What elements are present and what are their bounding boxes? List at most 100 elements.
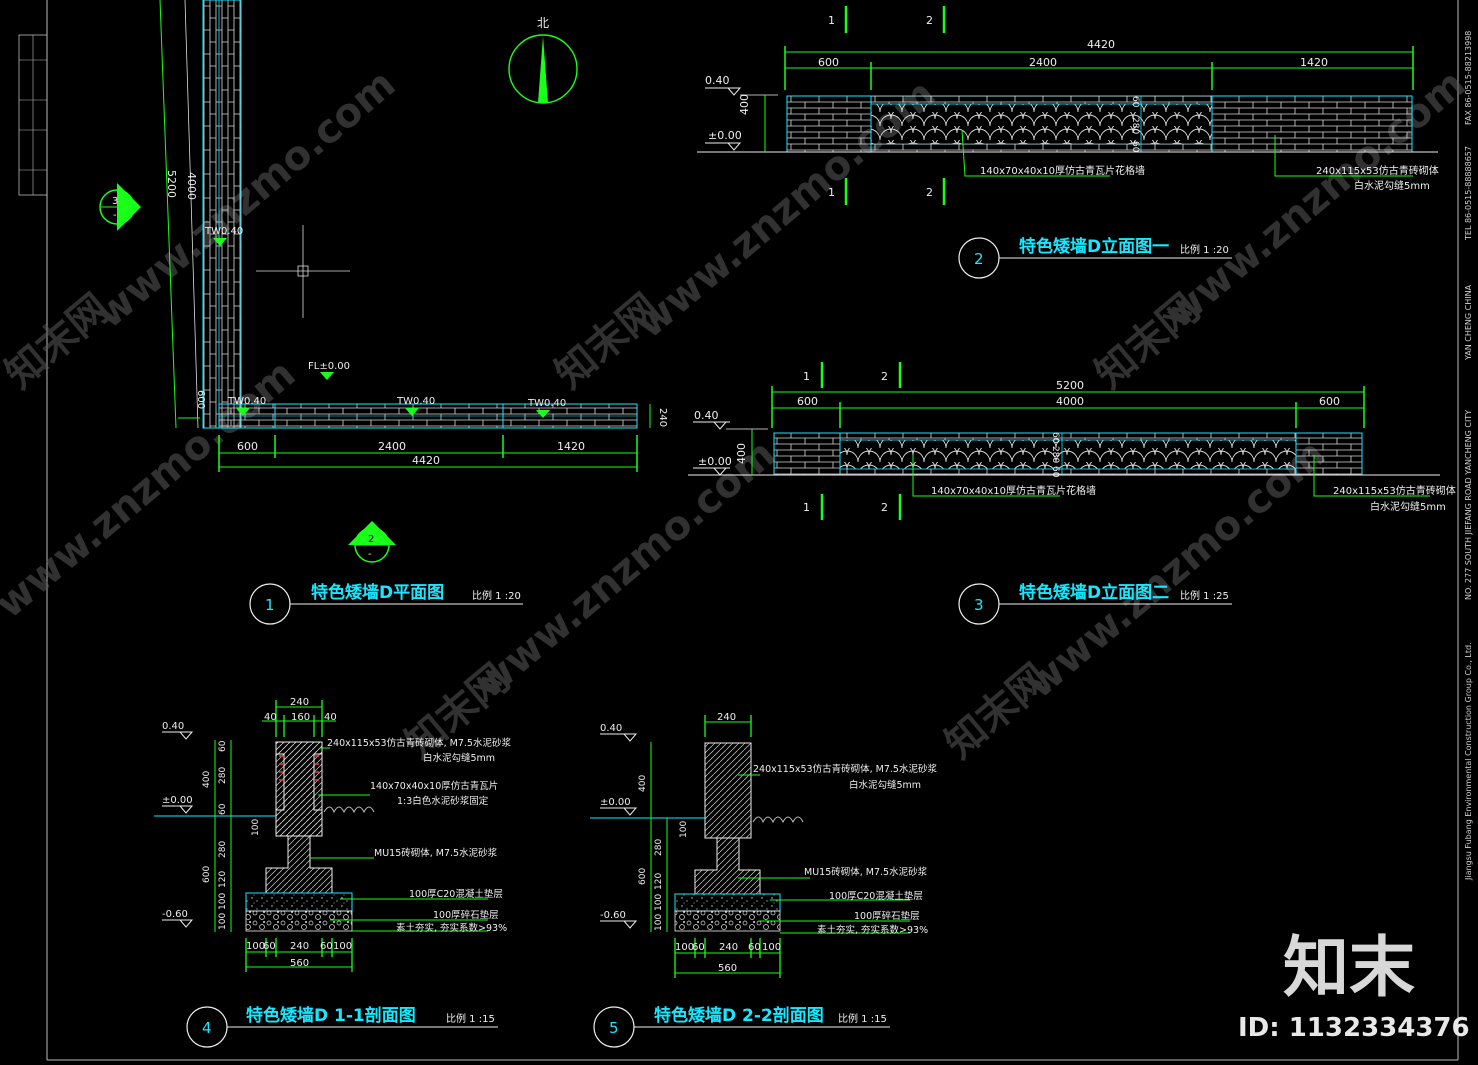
plan-number: 1 — [265, 596, 275, 614]
sec2-title: 特色矮墙D 2-2剖面图 — [654, 1005, 824, 1026]
brand-watermark: 知末 ID: 1132334376 — [1238, 929, 1470, 1043]
sec1-bottom-total: 560 — [290, 958, 309, 969]
elev2-dim-3: 600 — [1319, 395, 1340, 408]
sec2-left-dim-400: 400 — [638, 775, 648, 792]
elev2-title: 特色矮墙D立面图二 — [1019, 582, 1169, 603]
section-marker-2: 2 - — [348, 521, 396, 563]
elevation-2: 1 2 1 2 5200 600 4000 600 60 280 60 — [688, 362, 1456, 625]
watermark-brand-1: 知末网 — [0, 285, 118, 397]
sec1-note-1: 240x115x53仿古青砖砌体, M7.5水泥砂浆 — [327, 737, 511, 749]
north-label: 北 — [537, 16, 549, 30]
sec2-bottom-total: 560 — [718, 963, 737, 974]
section-marker-3: 3 - — [99, 183, 141, 231]
sec2-bottom-dim-3: 240 — [719, 942, 738, 953]
elev2-scale: 比例 1 :25 — [1180, 589, 1229, 602]
section-marker-2-num: 2 — [368, 534, 374, 545]
section-marker-2-sub: - — [368, 549, 372, 560]
title-block-city: YAN CHENG CHINA — [1464, 284, 1473, 361]
brand-id: ID: 1132334376 — [1238, 1013, 1470, 1043]
watermark-brand-3: 知末网 — [1087, 285, 1208, 397]
section-marker-3-sub: - — [113, 210, 117, 221]
sec1-note-7: 100厚碎石垫层 — [433, 909, 499, 921]
sec1-left-dim-b6: 120 — [218, 871, 228, 888]
elev2-inner-dim-1: 60 — [1050, 432, 1060, 444]
elev2-mark-2-bottom: 2 — [881, 501, 888, 514]
plan-dim-left-total: 5200 — [165, 170, 178, 198]
watermark-site-1: www.znzmo.com — [87, 61, 404, 338]
elev1-height: 400 — [738, 94, 751, 115]
sec2-scale: 比例 1 :15 — [838, 1012, 887, 1025]
elevation-1: 1 2 1 2 4420 600 2400 1420 60 280 60 — [697, 6, 1439, 279]
sec1-scale: 比例 1 :15 — [446, 1012, 495, 1025]
elev1-number: 2 — [974, 250, 984, 268]
elev1-mark-2-bottom: 2 — [926, 186, 933, 199]
sec1-left-dim-b7: 100 — [218, 893, 228, 910]
elev2-inner-dim-2: 280 — [1050, 446, 1060, 463]
sec1-bottom-dim-5: 100 — [333, 941, 352, 952]
watermark-brand-5: 知末网 — [397, 655, 518, 767]
title-block-tel: TEL 86-0515-88888657 — [1464, 146, 1473, 241]
elev1-dim-total: 4420 — [1087, 38, 1115, 51]
sec1-left-dim-b4: 100 — [251, 819, 261, 836]
elev1-label-right-2: 白水泥勾缝5mm — [1354, 179, 1430, 192]
elev1-level-base: ±0.00 — [708, 129, 742, 142]
sec1-level-base: ±0.00 — [162, 795, 193, 806]
sec1-left-dim-600: 600 — [202, 866, 212, 883]
elev2-height: 400 — [735, 443, 748, 464]
elev2-level-top: 0.40 — [694, 409, 719, 422]
plan-tw-label-2: TW0.40 — [227, 396, 266, 407]
plan-dim-depth: 240 — [657, 408, 668, 427]
plan-tw-label-3: TW0.40 — [396, 396, 435, 407]
sec1-top-dim-mid: 160 — [291, 712, 310, 723]
sec2-bottom-dim-2: 60 — [692, 942, 705, 953]
plan-dim-left-small: 600 — [195, 390, 206, 409]
sec2-left-dim-b3: 120 — [654, 873, 664, 890]
sec2-note-6: 素土夯实, 夯实系数>93% — [817, 924, 928, 936]
brand-logo: 知末 — [1283, 929, 1415, 1006]
elev2-mark-1-top: 1 — [803, 370, 810, 383]
sec1-top-dim-right: 40 — [324, 712, 337, 723]
sec2-left-dim-b2: 280 — [654, 839, 664, 856]
sec1-left-dim-b3: 60 — [218, 803, 228, 815]
sec2-note-4: 100厚C20混凝土垫层 — [829, 890, 923, 902]
drawing-frame — [18, 0, 1459, 1061]
sec1-note-8: 素土夯实, 夯实系数>93% — [396, 922, 507, 934]
title-block-company: Jiangsu Fubang Environmental Constructio… — [1464, 642, 1473, 881]
sec1-left-dim-b1: 60 — [218, 740, 228, 752]
section-1-1: 240 40 160 40 0.40 ±0.00 -0.60 — [154, 697, 511, 1048]
sec2-top-dim: 240 — [717, 712, 736, 723]
sec2-level-base: ±0.00 — [600, 797, 631, 808]
elev2-label-right-1: 240x115x53仿古青砖砌体 — [1333, 484, 1456, 497]
cad-crosshair — [256, 225, 350, 318]
title-block: FAX 86-0515-88213998 TEL 86-0515-8888865… — [1464, 31, 1473, 881]
watermark-site-4: www.znzmo.com — [0, 351, 304, 628]
sec2-bottom-dim-4: 60 — [748, 942, 761, 953]
watermark-site-5: www.znzmo.com — [467, 431, 784, 708]
watermark-brand-6: 知末网 — [937, 655, 1058, 767]
elev2-level-base: ±0.00 — [698, 455, 732, 468]
sec1-bottom-dim-1: 100 — [246, 941, 265, 952]
sec1-left-dim-b8: 100 — [218, 913, 228, 930]
elev2-dim-1: 600 — [797, 395, 818, 408]
sec1-note-2: 白水泥勾缝5mm — [423, 752, 495, 764]
sec2-left-dim-b5: 100 — [654, 914, 664, 931]
elev1-dim-3: 1420 — [1300, 56, 1328, 69]
elev1-mark-1-bottom: 1 — [828, 186, 835, 199]
elev1-mark-2-top: 2 — [926, 14, 933, 27]
section-marker-3-num: 3 — [112, 196, 118, 207]
elev1-label-left: 140x70x40x10厚仿古青瓦片花格墙 — [980, 164, 1145, 177]
elev1-level-top: 0.40 — [705, 74, 730, 87]
plan-view: 5200 4000 600 600 2400 1420 4420 240 TW0… — [99, 0, 668, 625]
elev1-inner-dim-2: 280 — [1130, 117, 1140, 134]
sec2-note-2: 白水泥勾缝5mm — [849, 779, 921, 791]
sec2-note-3: MU15砖砌体, M7.5水泥砂浆 — [804, 866, 928, 878]
sec2-note-1: 240x115x53仿古青砖砌体, M7.5水泥砂浆 — [753, 763, 937, 775]
sec1-level-top: 0.40 — [162, 721, 184, 732]
sec1-number: 4 — [202, 1019, 212, 1037]
plan-title: 特色矮墙D平面图 — [311, 582, 444, 603]
plan-dim-left-inner: 4000 — [185, 172, 198, 200]
plan-tw-label-1: TW0.40 — [204, 226, 243, 237]
sec2-bottom-dim-1: 100 — [675, 942, 694, 953]
sec1-bottom-dim-3: 240 — [290, 941, 309, 952]
